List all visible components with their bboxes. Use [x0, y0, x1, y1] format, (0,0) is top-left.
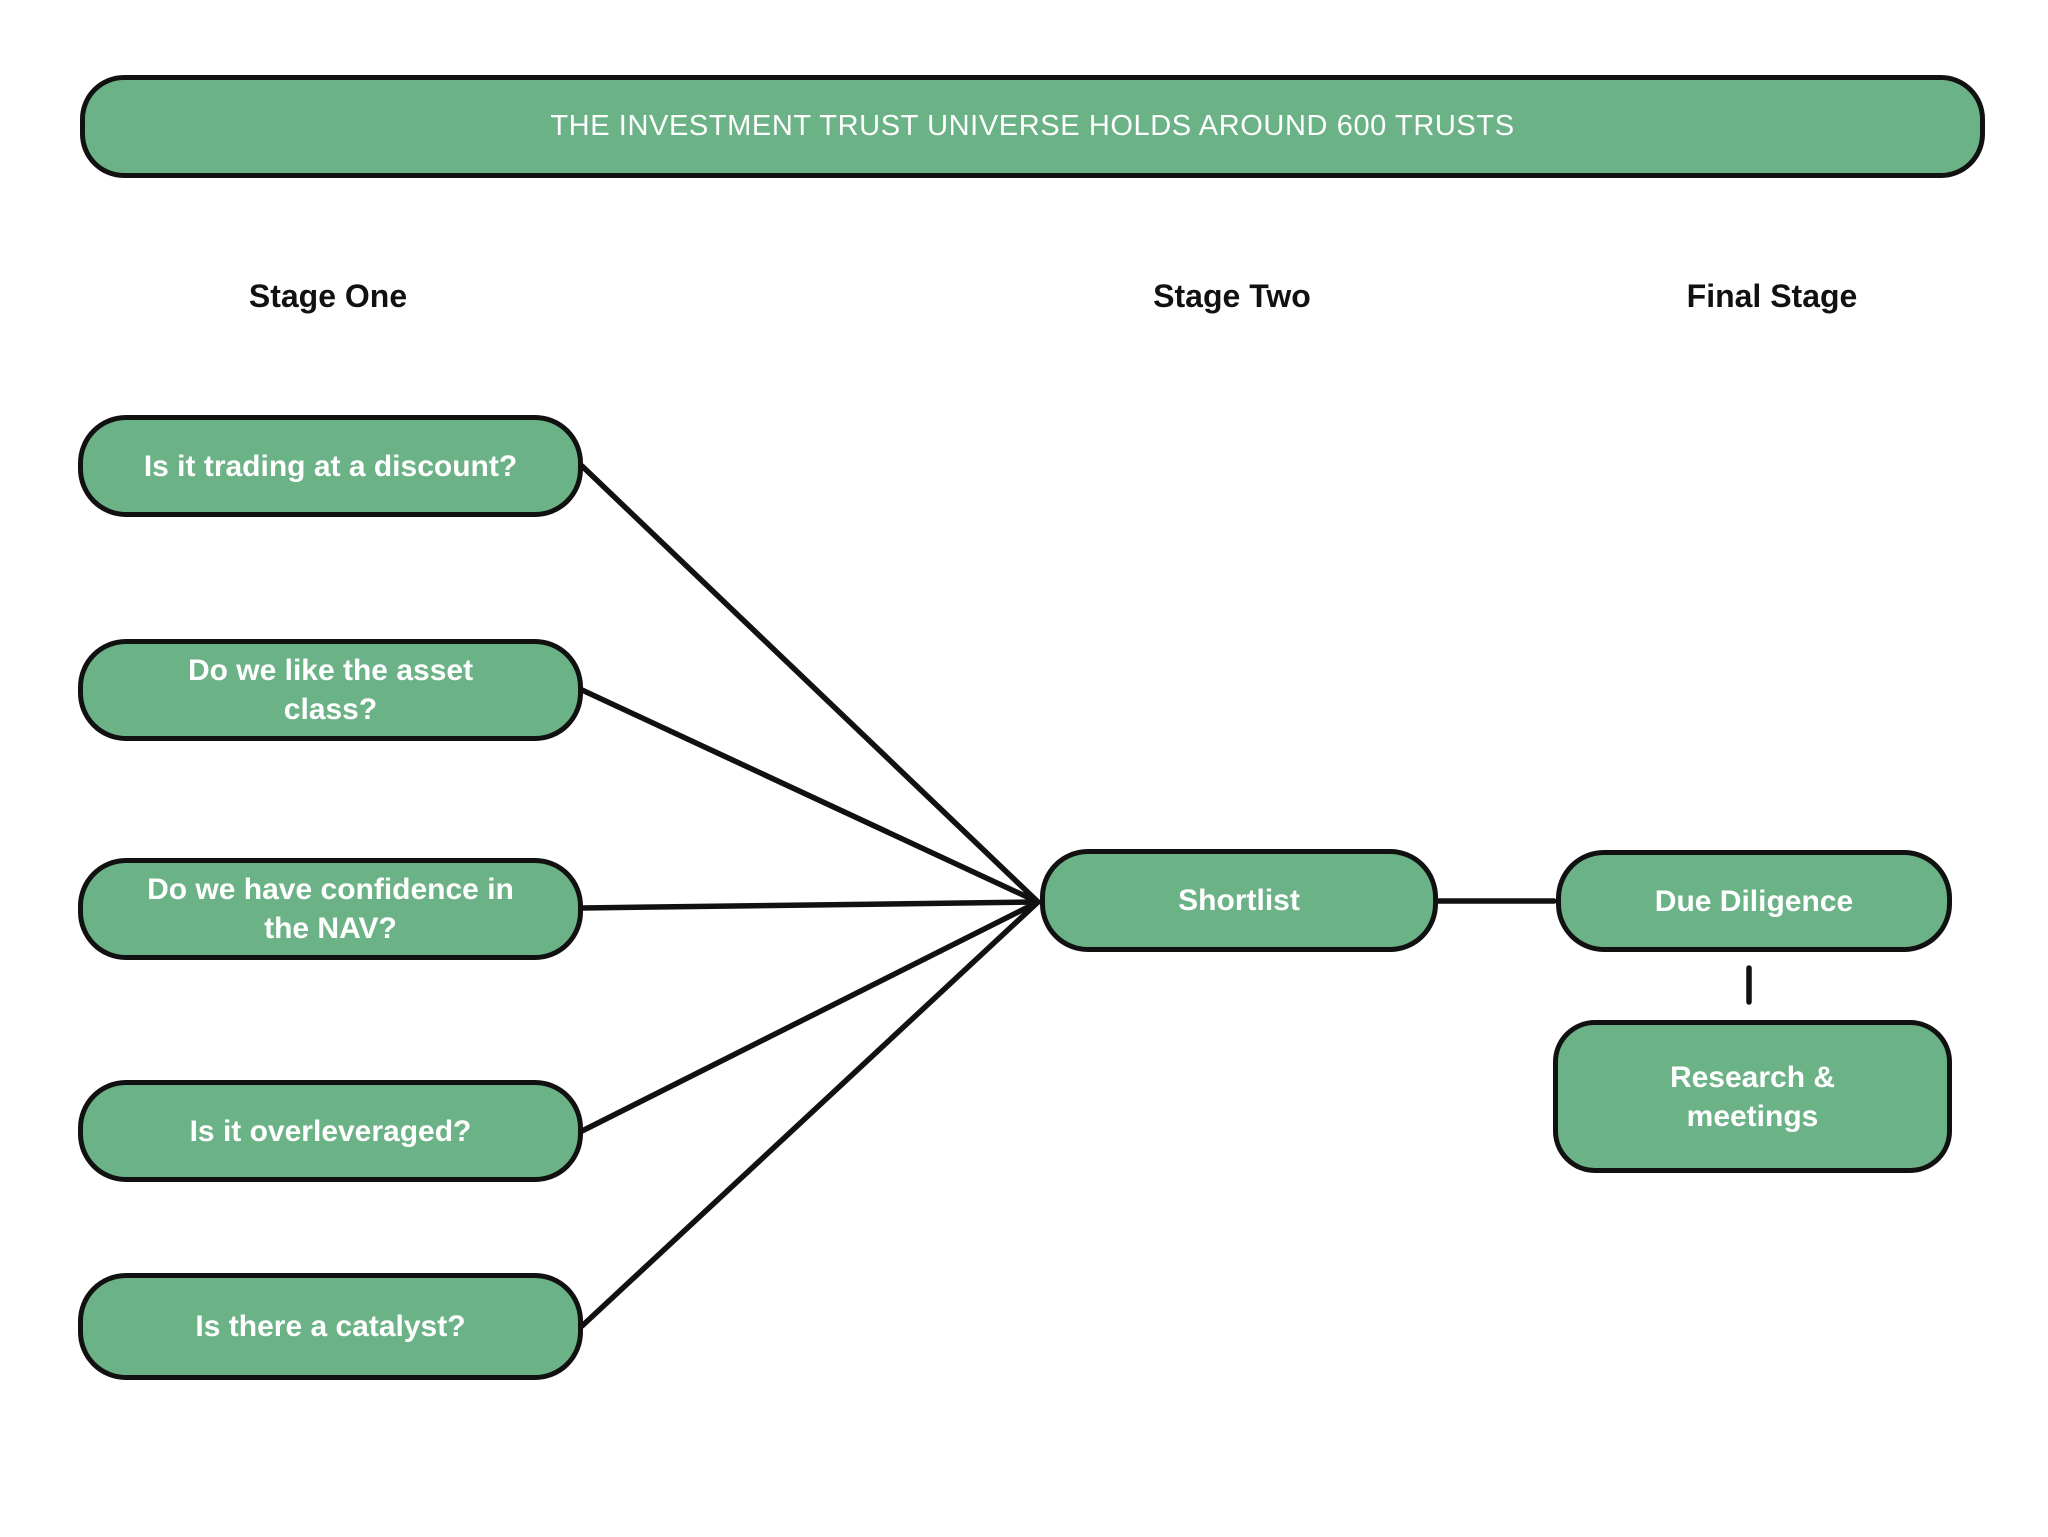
connector-line-overleveraged-to-shortlist [579, 899, 1041, 1134]
connector-line-discount-to-shortlist [579, 463, 1041, 905]
question-box-overleveraged: Is it overleveraged? [78, 1080, 583, 1182]
due-diligence-box: Due Diligence [1556, 850, 1952, 952]
question-box-asset-class: Do we like the asset class? [78, 639, 583, 741]
question-box-nav-confidence: Do we have confidence in the NAV? [78, 858, 583, 960]
question-box-catalyst: Is there a catalyst? [78, 1273, 583, 1380]
connector-line-nav-to-shortlist [579, 899, 1041, 911]
stage-two-label: Stage Two [1153, 278, 1311, 314]
connector-line-asset-class-to-shortlist [579, 687, 1041, 905]
research-meetings-box: Research & meetings [1553, 1020, 1952, 1173]
shortlist-box: Shortlist [1040, 849, 1438, 952]
final-stage-label: Final Stage [1686, 278, 1858, 314]
question-box-trading-discount: Is it trading at a discount? [78, 415, 583, 517]
title-banner: THE INVESTMENT TRUST UNIVERSE HOLDS AROU… [80, 75, 1985, 178]
connector-line-catalyst-to-shortlist [579, 899, 1041, 1329]
stage-one-label: Stage One [248, 278, 408, 314]
